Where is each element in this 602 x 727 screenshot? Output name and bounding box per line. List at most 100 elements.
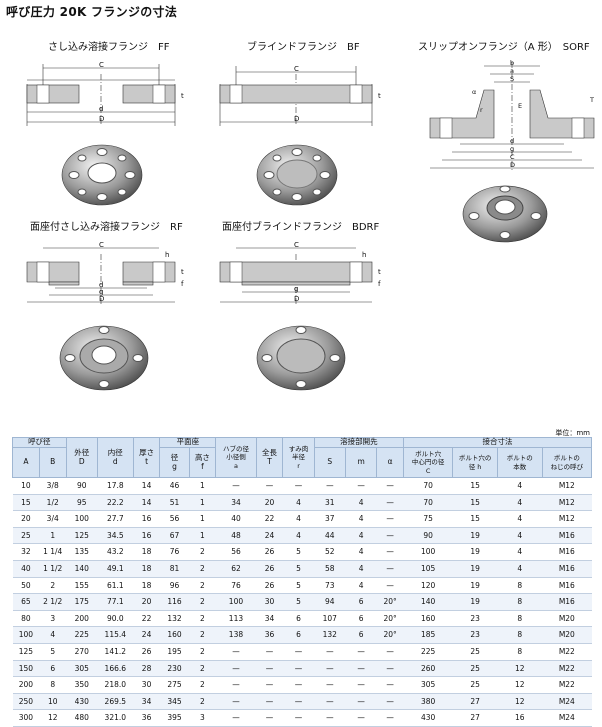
table-cell: 160: [159, 626, 190, 644]
bf-dim-t: t: [378, 92, 381, 100]
table-cell: 50: [12, 577, 40, 595]
table-cell: 107: [314, 610, 346, 628]
table-cell: —: [215, 477, 257, 495]
table-cell: 2: [189, 543, 216, 561]
sorf-dim-C: C: [510, 153, 515, 161]
table-cell: —: [314, 709, 346, 727]
bdrf-dim-C: C: [294, 241, 299, 249]
table-cell: 28: [133, 660, 160, 678]
table-cell: 8: [497, 643, 543, 661]
table-cell: 26: [256, 543, 283, 561]
rf-photo: [59, 325, 149, 391]
ff-section-drawing: C d D t: [26, 61, 184, 126]
table-cell: 90.0: [97, 610, 134, 628]
table-cell: —: [376, 527, 404, 545]
table-cell: —: [215, 643, 257, 661]
table-cell: 26: [256, 577, 283, 595]
bf-section-drawing: C D t: [219, 65, 381, 126]
table-cell: 14: [133, 494, 160, 512]
table-cell: 115.4: [97, 626, 134, 644]
table-cell: 185: [403, 626, 453, 644]
ff-dim-d: d: [99, 105, 103, 113]
table-cell: 2: [189, 660, 216, 678]
table-cell: 225: [403, 643, 453, 661]
col-h: ボルト穴の径 h: [452, 447, 498, 478]
col-A: A: [12, 447, 40, 478]
table-cell: 17.8: [97, 477, 134, 495]
table-cell: 300: [12, 709, 40, 727]
table-cell: 4: [497, 527, 543, 545]
table-cell: 305: [66, 660, 98, 678]
table-cell: 260: [403, 660, 453, 678]
table-cell: 58: [314, 560, 346, 578]
table-cell: 3/8: [39, 477, 67, 495]
table-cell: 10: [12, 477, 40, 495]
table-cell: 345: [159, 693, 190, 711]
table-cell: 25: [452, 660, 498, 678]
col-S: S: [313, 447, 346, 478]
table-cell: 34: [215, 494, 257, 512]
sorf-dim-d: d: [510, 137, 514, 145]
table-cell: 160: [403, 610, 453, 628]
table-cell: 4: [345, 527, 377, 545]
table-cell: 1 1/4: [39, 543, 67, 561]
table-cell: 2: [189, 676, 216, 694]
table-cell: 8: [39, 676, 67, 694]
sorf-caption: スリップオンフランジ（A 形） SORF: [418, 42, 590, 53]
table-cell: 30: [133, 676, 160, 694]
bdrf-dim-D: D: [294, 295, 299, 303]
table-cell: 1: [189, 510, 216, 528]
table-cell: 4: [282, 510, 315, 528]
table-cell: 56: [159, 510, 190, 528]
table-cell: 19: [452, 593, 498, 611]
table-cell: 150: [12, 660, 40, 678]
table-cell: 20°: [376, 626, 404, 644]
table-cell: 46: [159, 477, 190, 495]
table-cell: 75: [403, 510, 453, 528]
table-cell: 61.1: [97, 577, 134, 595]
table-cell: 15: [452, 494, 498, 512]
table-cell: M24: [542, 693, 592, 711]
group-nominal: 呼び径: [12, 437, 67, 448]
table-cell: 96: [159, 577, 190, 595]
table-cell: —: [345, 693, 377, 711]
table-cell: 4: [497, 543, 543, 561]
table-cell: 10: [39, 693, 67, 711]
rf-dim-f: f: [181, 280, 184, 288]
table-cell: M16: [542, 543, 592, 561]
table-cell: —: [314, 676, 346, 694]
table-cell: 5: [282, 560, 315, 578]
table-cell: 15: [452, 477, 498, 495]
table-cell: 95: [66, 494, 98, 512]
sorf-dim-b: b: [510, 59, 514, 67]
sorf-dim-r: r: [480, 106, 483, 114]
col-n: ボルトの本数: [496, 447, 543, 478]
table-cell: 34: [133, 693, 160, 711]
table-cell: 8: [497, 593, 543, 611]
ff-dim-D: D: [99, 115, 104, 123]
rf-dim-g: g: [99, 288, 103, 296]
table-cell: 105: [403, 560, 453, 578]
table-cell: 70: [403, 477, 453, 495]
table-cell: —: [256, 709, 283, 727]
col-bolt: ボルトのねじの呼び: [541, 447, 593, 478]
table-cell: —: [215, 660, 257, 678]
table-cell: 4: [497, 510, 543, 528]
table-cell: 20°: [376, 593, 404, 611]
table-cell: 16: [133, 510, 160, 528]
table-cell: 56: [215, 543, 257, 561]
rf-dim-t: t: [181, 268, 184, 276]
table-cell: 76: [159, 543, 190, 561]
table-cell: 125: [12, 643, 40, 661]
table-cell: 6: [345, 593, 377, 611]
table-cell: 6: [282, 610, 315, 628]
group-flat-seat: 平面座: [159, 437, 217, 448]
table-cell: 1: [189, 494, 216, 512]
table-cell: 23: [452, 626, 498, 644]
table-cell: 2: [189, 593, 216, 611]
table-cell: 225: [66, 626, 98, 644]
table-cell: 15: [452, 510, 498, 528]
